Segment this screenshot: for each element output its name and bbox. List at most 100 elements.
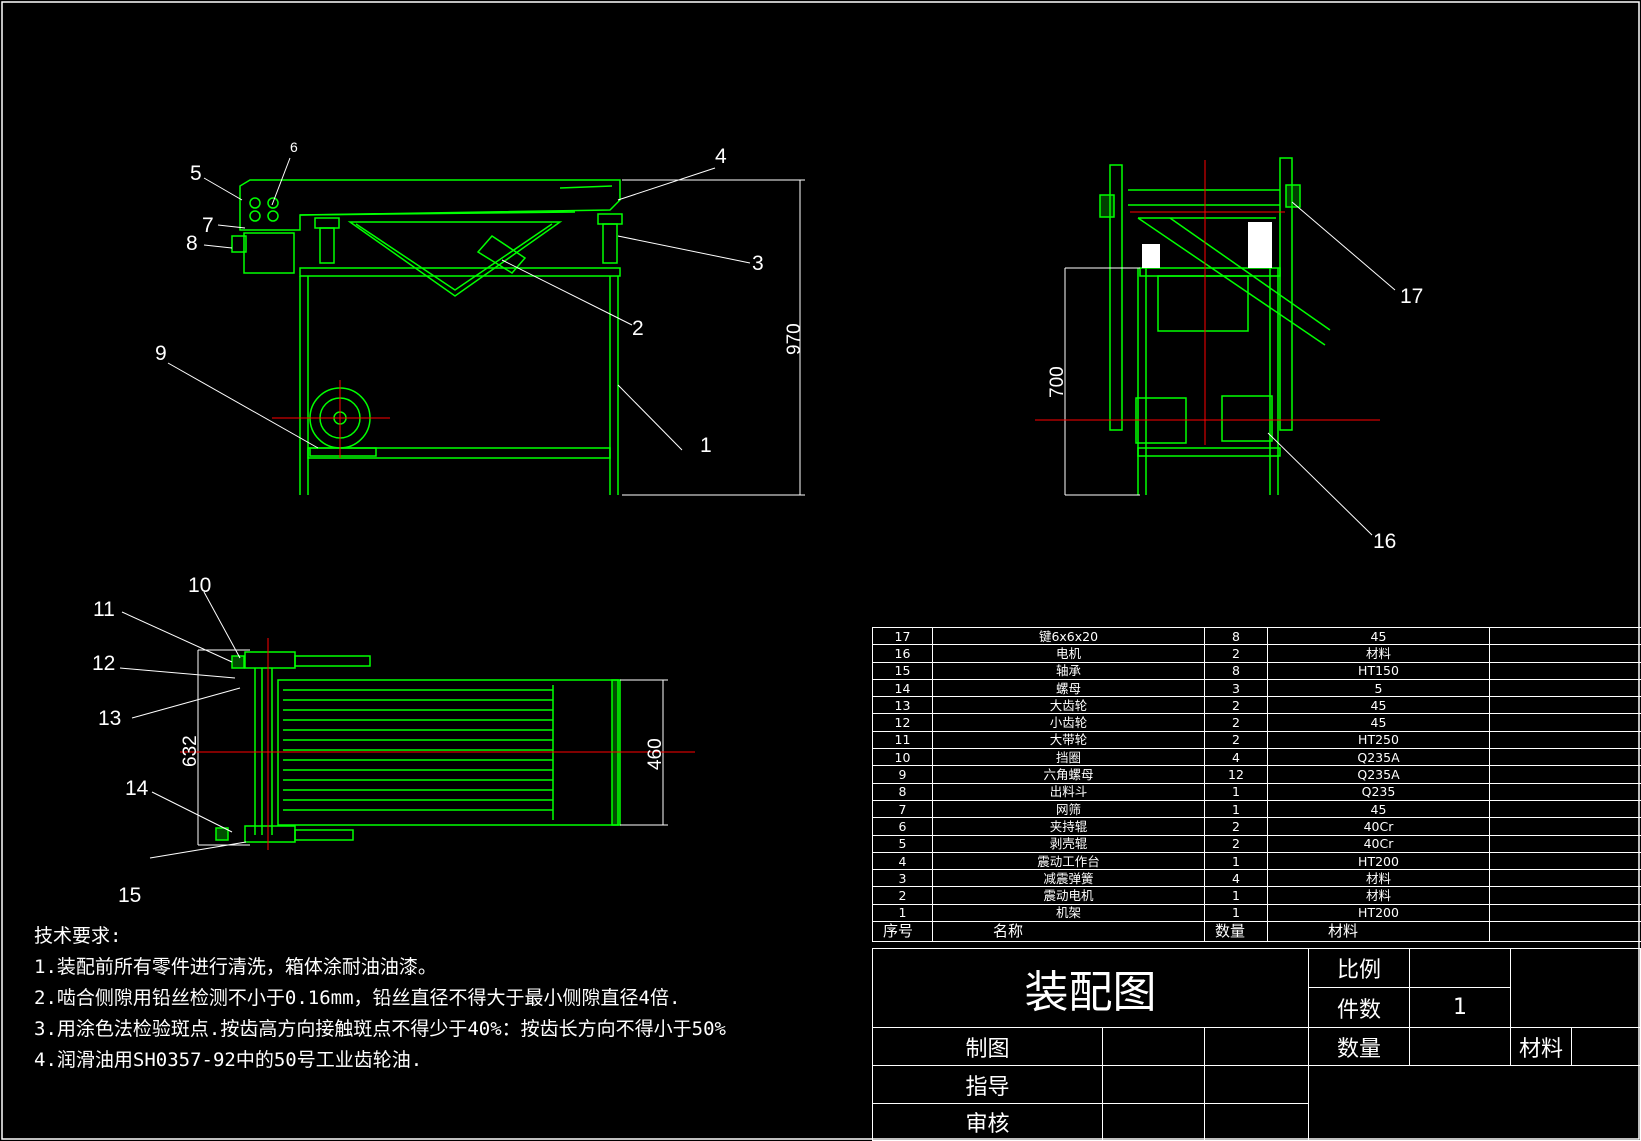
bom-cell-material: HT150	[1267, 661, 1490, 680]
bom-cell-no: 13	[872, 696, 933, 715]
review-name-cell	[1102, 1103, 1205, 1141]
bom-cell-qty: 4	[1204, 748, 1268, 767]
bom-cell-material: HT250	[1267, 730, 1490, 750]
scale-label: 比例	[1336, 958, 1381, 983]
drawn-name-cell	[1102, 1027, 1205, 1066]
bom-cell-no: 11	[872, 730, 933, 750]
bom-cell-qty: 12	[1204, 765, 1268, 784]
note-item: 1.装配前所有零件进行清洗，箱体涂耐油油漆。	[34, 956, 437, 978]
callout-11: 11	[93, 598, 115, 621]
review-label-cell: 审核	[872, 1103, 1103, 1141]
guide-label: 指导	[965, 1074, 1010, 1100]
bom-cell-material: 材料	[1267, 644, 1490, 663]
note-item: 4.润滑油用SH0357-92中的50号工业齿轮油.	[34, 1049, 423, 1071]
pieces-value-cell: 1	[1409, 987, 1511, 1028]
bom-cell-blank	[1489, 713, 1641, 732]
bom-cell-blank	[1489, 748, 1641, 767]
bom-cell-no: 5	[872, 834, 933, 853]
leader-lines	[119, 157, 1396, 859]
bom-cell-qty: 1	[1204, 782, 1268, 801]
bom-cell-material: Q235A	[1267, 765, 1490, 784]
review-label: 审核	[965, 1112, 1010, 1137]
bom-cell-name: 剥壳辊	[932, 834, 1205, 853]
bom-cell-blank	[1489, 869, 1641, 888]
callout-14: 14	[125, 777, 149, 800]
bom-cell-qty: 4	[1204, 869, 1268, 888]
bom-cell-no: 9	[872, 765, 933, 784]
bom-cell-no: 4	[872, 851, 933, 871]
callout-13: 13	[98, 707, 121, 730]
material-label: 材料	[1518, 1036, 1563, 1062]
bom-header-blank	[1489, 921, 1641, 943]
bom-cell-blank	[1489, 782, 1641, 801]
bom-cell-blank	[1489, 678, 1641, 698]
note-item: 3.用涂色法检验斑点.按齿高方向接触斑点不得少于40%：按齿长方向不得小于50%	[34, 1018, 726, 1040]
drawn-label-cell: 制图	[872, 1027, 1103, 1066]
bom-cell-blank	[1489, 626, 1641, 646]
bom-cell-no: 3	[872, 869, 933, 888]
material-label-cell: 材料	[1510, 1027, 1572, 1066]
pieces-value: 1	[1453, 995, 1467, 1020]
title-block-school-cell	[1308, 1065, 1641, 1141]
bom-cell-name: 六角螺母	[932, 765, 1205, 784]
bom-cell-blank	[1489, 644, 1641, 663]
bom-cell-material: Q235	[1267, 782, 1490, 801]
bom-cell-no: 17	[872, 626, 933, 646]
bom-cell-material: Q235A	[1267, 748, 1490, 767]
bom-cell-blank	[1489, 765, 1641, 784]
callout-16: 16	[1373, 530, 1396, 553]
bom-header-no: 序号	[872, 921, 933, 943]
callout-12: 12	[92, 652, 115, 675]
callout-10: 10	[188, 574, 211, 597]
quantity-label: 数量	[1336, 1036, 1381, 1062]
bom-header-qty: 数量	[1204, 921, 1268, 943]
bom-cell-qty: 3	[1204, 678, 1268, 698]
callout-2: 2	[632, 317, 644, 340]
title-block-right-upper	[1510, 948, 1641, 1028]
bom-cell-blank	[1489, 696, 1641, 715]
drawing-title: 装配图	[1024, 967, 1157, 1018]
drawn-label: 制图	[965, 1036, 1010, 1062]
bom-cell-no: 8	[872, 782, 933, 801]
bom-cell-name: 网筛	[932, 799, 1205, 819]
bom-cell-name: 大带轮	[932, 730, 1205, 750]
callout-3: 3	[752, 252, 764, 275]
bom-cell-name: 减震弹簧	[932, 869, 1205, 888]
bom-header-material: 材料	[1267, 921, 1490, 943]
technical-requirements: 技术要求:1.装配前所有零件进行清洗，箱体涂耐油油漆。2.啮合侧隙用铅丝检测不小…	[34, 921, 726, 1076]
bom-cell-name: 机架	[932, 903, 1205, 923]
bom-cell-qty: 8	[1204, 661, 1268, 680]
bom-cell-qty: 1	[1204, 886, 1268, 905]
material-value-cell	[1571, 1027, 1641, 1066]
bom-header-row: 序号 名称 数量 材料	[872, 921, 1641, 943]
quantity-value-cell	[1409, 1027, 1511, 1066]
bom-cell-name: 大齿轮	[932, 696, 1205, 715]
bom-cell-material: 45	[1267, 799, 1490, 819]
bom-cell-material: 材料	[1267, 886, 1490, 905]
bom-cell-qty: 2	[1204, 834, 1268, 853]
bom-cell-material: 5	[1267, 678, 1490, 698]
bom-cell-no: 15	[872, 661, 933, 680]
bom-cell-material: 45	[1267, 696, 1490, 715]
bom-cell-no: 6	[872, 817, 933, 836]
bom-cell-qty: 1	[1204, 903, 1268, 923]
bom-cell-blank	[1489, 886, 1641, 905]
bom-cell-name: 电机	[932, 644, 1205, 663]
bom-cell-qty: 1	[1204, 851, 1268, 871]
bom-cell-material: HT200	[1267, 851, 1490, 871]
bom-cell-qty: 1	[1204, 799, 1268, 819]
